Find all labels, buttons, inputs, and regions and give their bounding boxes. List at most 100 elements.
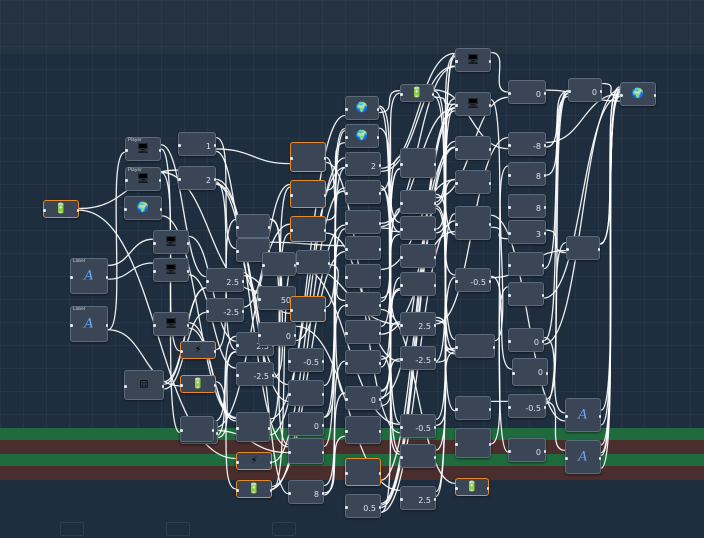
output-port[interactable] [321, 424, 324, 427]
input-port[interactable] [508, 406, 511, 409]
node-widget[interactable] [288, 380, 324, 406]
node-event[interactable]: ⚡ [180, 341, 216, 359]
input-port[interactable] [288, 360, 291, 363]
input-port[interactable] [124, 385, 127, 388]
node-widget[interactable] [290, 180, 326, 208]
node-number[interactable]: 0 [508, 80, 546, 104]
output-port[interactable] [158, 179, 161, 182]
output-port[interactable] [433, 284, 436, 287]
output-port[interactable] [653, 94, 656, 97]
input-port[interactable] [455, 487, 458, 490]
node-widget[interactable] [455, 396, 491, 420]
output-port[interactable] [213, 144, 216, 147]
output-port[interactable] [433, 426, 436, 429]
node-trigger[interactable]: 🔋 [43, 200, 79, 218]
input-port[interactable] [400, 93, 403, 96]
input-port[interactable] [345, 362, 348, 365]
input-port[interactable] [153, 242, 156, 245]
input-port[interactable] [178, 178, 181, 181]
input-port[interactable] [508, 340, 511, 343]
output-port[interactable] [321, 360, 324, 363]
output-port[interactable] [293, 334, 296, 337]
node-number[interactable]: 2 [345, 152, 381, 176]
output-port[interactable] [597, 248, 600, 251]
input-port[interactable] [236, 344, 239, 347]
output-port[interactable] [161, 385, 164, 388]
node-number[interactable]: 8 [508, 194, 546, 218]
node-widget[interactable] [296, 250, 330, 274]
input-port[interactable] [262, 264, 265, 267]
input-port[interactable] [236, 489, 239, 492]
node-widget[interactable] [345, 236, 381, 260]
input-port[interactable] [566, 248, 569, 251]
input-port[interactable] [43, 209, 46, 212]
output-port[interactable] [541, 264, 544, 267]
input-port[interactable] [455, 223, 458, 226]
node-number[interactable]: 8 [288, 480, 324, 504]
node-position[interactable]: 🌍 [345, 96, 379, 120]
output-port[interactable] [321, 451, 324, 454]
input-port[interactable] [206, 280, 209, 283]
node-label[interactable]: A [565, 398, 601, 432]
output-port[interactable] [105, 324, 108, 327]
node-player[interactable]: 🖥 [455, 48, 491, 72]
input-port[interactable] [345, 164, 348, 167]
output-port[interactable] [293, 264, 296, 267]
output-port[interactable] [599, 90, 602, 93]
input-port[interactable] [70, 276, 73, 279]
node-number[interactable]: 0 [508, 438, 546, 462]
node-widget[interactable] [400, 272, 436, 296]
output-port[interactable] [159, 208, 162, 211]
node-number[interactable]: -2.5 [206, 298, 244, 322]
input-port[interactable] [288, 451, 291, 454]
output-port[interactable] [433, 456, 436, 459]
output-port[interactable] [598, 415, 601, 418]
node-number[interactable]: 2.5 [400, 486, 436, 510]
output-port[interactable] [158, 149, 161, 152]
node-widget[interactable] [508, 282, 544, 306]
output-port[interactable] [492, 346, 495, 349]
output-port[interactable] [267, 427, 270, 430]
input-port[interactable] [153, 270, 156, 273]
input-port[interactable] [508, 144, 511, 147]
output-port[interactable] [105, 276, 108, 279]
node-number[interactable]: 0 [345, 386, 381, 410]
node-widget[interactable] [236, 412, 270, 442]
output-port[interactable] [269, 461, 272, 464]
node-widget[interactable] [400, 148, 436, 178]
input-port[interactable] [455, 104, 458, 107]
output-port[interactable] [186, 242, 189, 245]
input-port[interactable] [455, 280, 458, 283]
node-widget[interactable] [236, 214, 270, 238]
input-port[interactable] [568, 90, 571, 93]
input-port[interactable] [508, 232, 511, 235]
node-number[interactable]: 50 [258, 286, 296, 310]
output-port[interactable] [376, 136, 379, 139]
input-port[interactable] [565, 415, 568, 418]
input-port[interactable] [400, 202, 403, 205]
input-port[interactable] [258, 298, 261, 301]
node-number[interactable]: 0.5 [345, 494, 381, 518]
node-widget[interactable] [290, 216, 326, 242]
output-port[interactable] [378, 192, 381, 195]
input-port[interactable] [70, 324, 73, 327]
output-port[interactable] [543, 450, 546, 453]
node-widget[interactable] [400, 444, 436, 468]
input-port[interactable] [345, 136, 348, 139]
output-port[interactable] [543, 144, 546, 147]
input-port[interactable] [345, 398, 348, 401]
input-port[interactable] [288, 424, 291, 427]
input-port[interactable] [508, 174, 511, 177]
output-port[interactable] [433, 202, 436, 205]
node-widget[interactable] [400, 244, 436, 268]
input-port[interactable] [178, 144, 181, 147]
input-port[interactable] [236, 250, 239, 253]
node-widget[interactable] [345, 292, 381, 316]
output-port[interactable] [213, 350, 216, 353]
output-port[interactable] [543, 406, 546, 409]
node-number[interactable]: 1 [178, 132, 216, 156]
input-port[interactable] [236, 461, 239, 464]
node-number[interactable]: 0 [512, 358, 548, 386]
